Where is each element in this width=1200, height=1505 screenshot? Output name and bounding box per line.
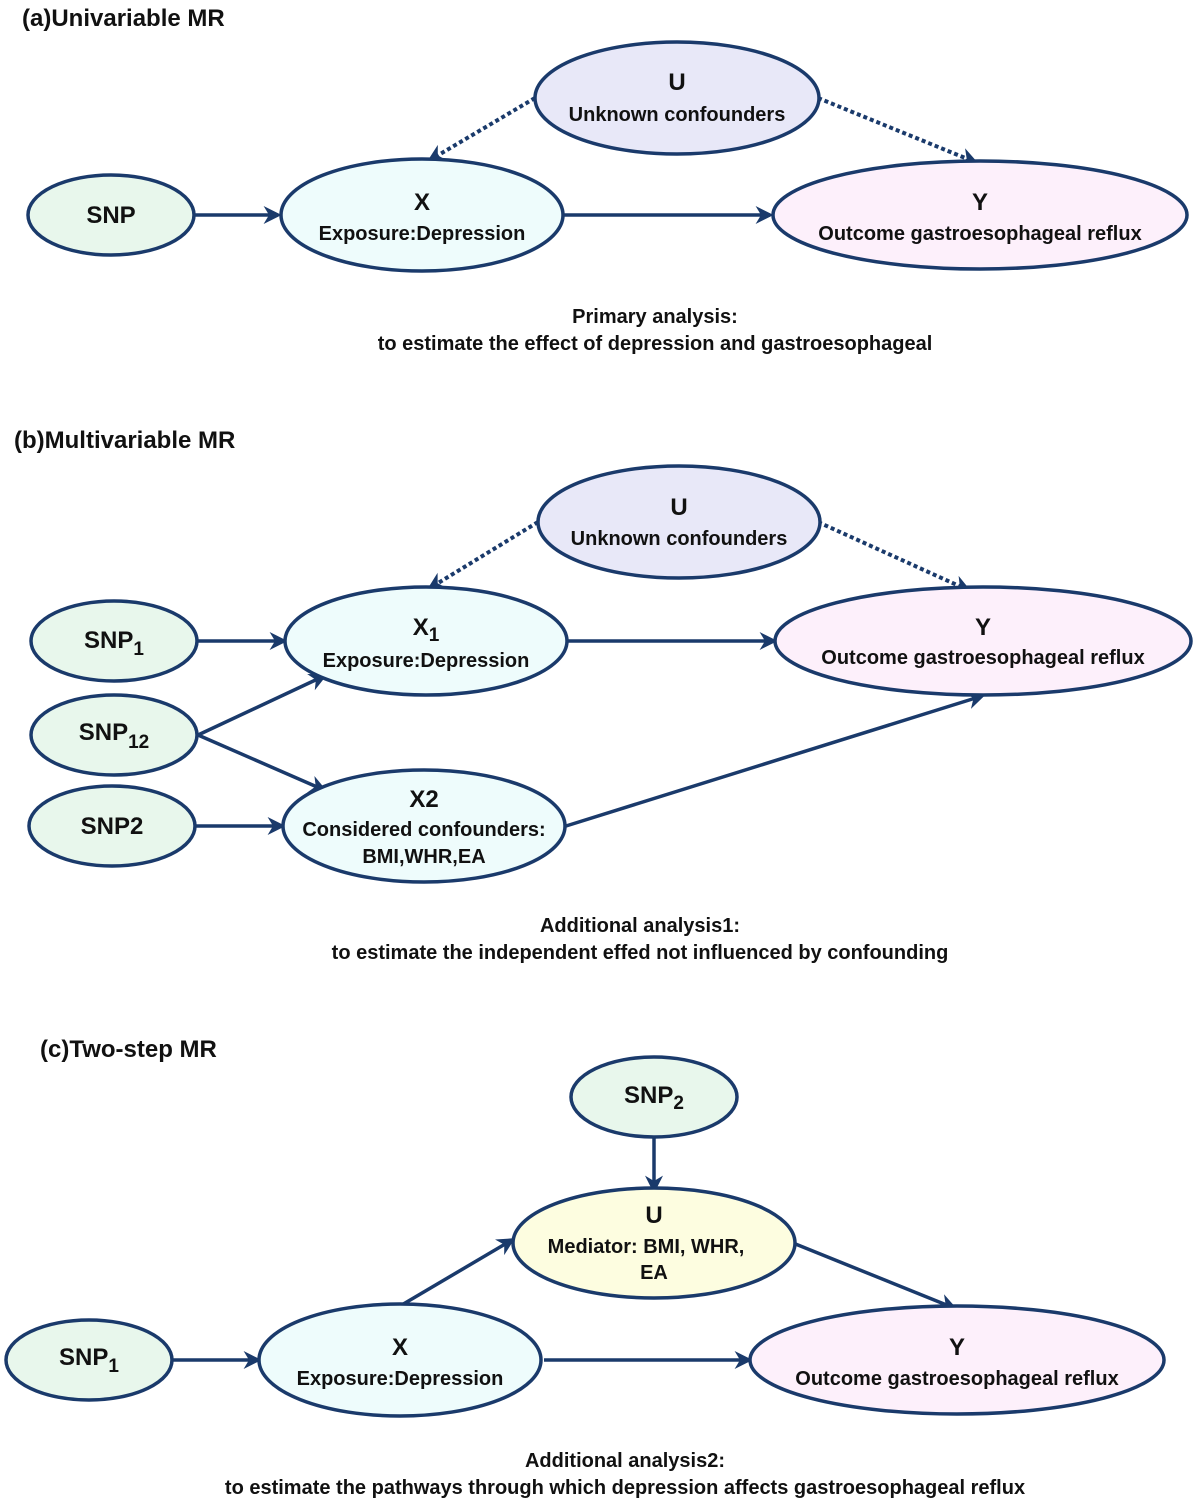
node-x-sublabel: Exposure:Depression [319,223,526,245]
node-y-label-b: Y [975,614,991,641]
node-mediator-shape [511,1186,797,1300]
node-y-outcome-b: Y Outcome gastroesophageal reflux [773,585,1193,697]
node-y-shape-b [773,585,1193,697]
node-x2-sublabel-2: BMI,WHR,EA [362,846,485,868]
panel-b-caption-2: to estimate the independent effed not in… [332,942,949,964]
edge-u-to-y [817,96,979,165]
node-x1-exposure: X1 Exposure:Depression [283,585,569,697]
node-x-shape-c [257,1302,543,1418]
node-mediator-label: U [645,1202,662,1229]
node-y-sublabel: Outcome gastroesophageal reflux [818,223,1141,245]
node-snp: SNP [26,173,196,257]
node-snp2-b: SNP2 [27,784,197,868]
edge-u-to-x1 [426,520,540,590]
node-u-confounders: U Unknown confounders [533,40,821,156]
node-snp1-label-c: SNP1 [59,1344,119,1377]
node-y-outcome: Y Outcome gastroesophageal reflux [771,159,1189,271]
node-snp1-shape-c [4,1318,174,1402]
panel-a-caption-1: Primary analysis: [572,306,738,328]
panel-c-caption-2: to estimate the pathways through which d… [225,1477,1025,1499]
node-x-exposure-c: X Exposure:Depression [257,1302,543,1418]
panel-a-caption-2: to estimate the effect of depression and… [378,333,933,355]
node-u-sublabel-b: Unknown confounders [571,528,788,550]
panel-a-title: (a)Univariable MR [22,5,225,32]
panel-c-title: (c)Two-step MR [40,1036,217,1063]
node-y-shape [771,159,1189,271]
node-x2-sublabel-1: Considered confounders: [302,819,545,841]
node-snp12-label-b: SNP12 [79,719,150,753]
node-y-sublabel-c: Outcome gastroesophageal reflux [795,1368,1118,1390]
node-x-shape [279,157,565,273]
node-x-label: X [414,189,430,216]
panel-c: (c)Two-step MR SNP2 U Mediator: BMI, WHR… [4,1036,1166,1499]
node-snp1-label-b: SNP1 [84,627,144,660]
node-u-label-b: U [670,494,687,521]
node-u-shape [533,40,821,156]
node-snp1-shape-b [29,599,199,683]
node-snp1-c: SNP1 [4,1318,174,1402]
node-x1-sublabel: Exposure:Depression [323,650,530,672]
node-snp2-c: SNP2 [569,1055,739,1139]
node-x-sublabel-c: Exposure:Depression [297,1368,504,1390]
node-u-sublabel: Unknown confounders [569,104,786,126]
edge-snp12-to-x2 [197,733,328,793]
node-y-sublabel-b: Outcome gastroesophageal reflux [821,647,1144,669]
node-snp1-b: SNP1 [29,599,199,683]
node-x2-label: X2 [409,786,438,813]
node-snp-label: SNP [86,202,135,229]
node-snp12-b: SNP12 [29,693,199,777]
node-x2-shape [281,768,567,884]
node-mediator-sublabel-2: EA [640,1262,668,1284]
node-snp2-label-c: SNP2 [624,1082,684,1114]
node-mediator-u: U Mediator: BMI, WHR, EA [511,1186,797,1300]
node-y-outcome-c: Y Outcome gastroesophageal reflux [748,1304,1166,1416]
edge-mediator-to-y [792,1241,958,1311]
node-u-shape-b [536,464,822,580]
node-snp12-shape-b [29,693,199,777]
edge-x-to-mediator [399,1238,516,1308]
edge-u-to-y-b [817,520,972,593]
node-snp2-shape-c [569,1055,739,1139]
node-x1-shape [283,585,569,697]
node-snp2-shape-b [27,784,197,868]
panel-c-caption-1: Additional analysis2: [525,1450,725,1472]
edge-u-to-x [426,96,537,162]
node-u-confounders-b: U Unknown confounders [536,464,822,580]
panel-b-title: (b)Multivariable MR [14,427,235,454]
node-snp2-label-b: SNP2 [81,813,144,840]
node-x1-label: X1 [413,614,440,646]
node-y-shape-c [748,1304,1166,1416]
edge-snp12-to-x1 [197,673,328,737]
node-x-label-c: X [392,1334,408,1361]
node-y-label: Y [972,189,988,216]
edge-x2-to-y [565,691,986,828]
node-x-exposure: X Exposure:Depression [279,157,565,273]
node-x2-confounders: X2 Considered confounders: BMI,WHR,EA [281,768,567,884]
node-snp-shape [26,173,196,257]
panel-b-caption-1: Additional analysis1: [540,915,740,937]
panel-a: (a)Univariable MR U Unknown confounders … [22,5,1189,355]
panel-b: (b)Multivariable MR U Unknown confounder… [14,427,1193,964]
node-y-label-c: Y [949,1334,965,1361]
node-u-label: U [668,69,685,96]
node-mediator-sublabel-1: Mediator: BMI, WHR, [548,1236,745,1258]
